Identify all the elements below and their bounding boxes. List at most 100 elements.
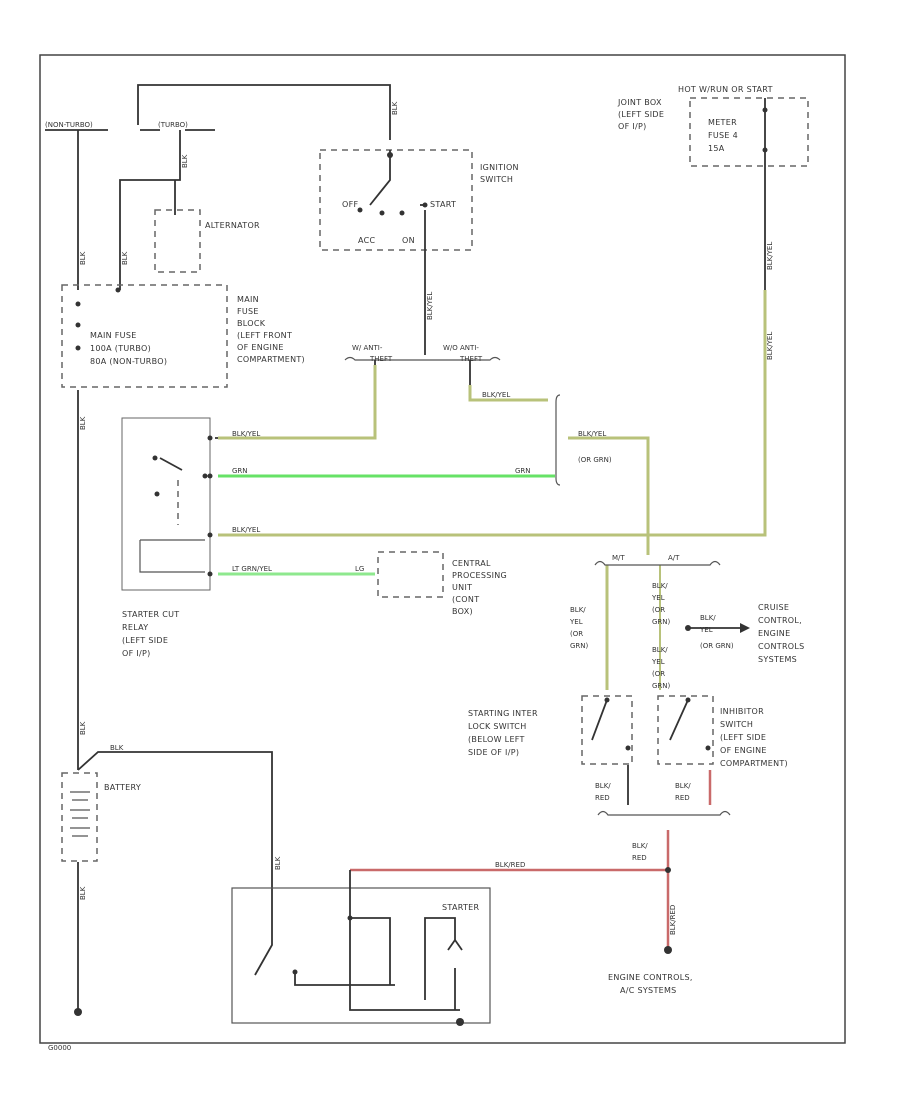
clutch-title-1: LOCK SWITCH [468,722,527,731]
wire-red2-1: RED [675,794,690,802]
cpu-title-1: PROCESSING [452,571,507,580]
top-power-lines: (NON-TURBO) (TURBO) BLK [45,84,399,140]
meter-fuse: HOT W/RUN OR START METER FUSE 4 15A JOIN… [617,85,809,360]
main-fuse-label: MAIN FUSE [90,331,137,340]
inhibitor-title-4: COMPARTMENT) [720,759,788,768]
clutch-title-2: (BELOW LEFT [468,735,525,744]
cruise-title-4: SYSTEMS [758,655,797,664]
cruise-title-3: CONTROLS [758,642,805,651]
wire-left-2: (OR [570,630,583,638]
clutch-title-3: SIDE OF I/P) [468,748,519,757]
relay-title-2: (LEFT SIDE [122,636,168,645]
ignition-off: OFF [342,200,358,209]
clutch-title-0: STARTING INTER [468,709,538,718]
fuse-block-title-0: MAIN [237,295,259,304]
label-wo-anti-theft-1: W/O ANTI- [443,344,479,352]
wire-label-relay1: BLK/YEL [232,430,260,438]
cruise-title-1: CONTROL, [758,616,802,625]
wire-label-bat-vert: BLK [274,856,282,870]
cruise-title-2: ENGINE [758,629,790,638]
figure-id: G0000 [48,1044,71,1052]
engine-controls-1: A/C SYSTEMS [620,986,677,995]
label-w-anti-theft-1: W/ ANTI- [352,344,383,352]
cruise-title-0: CRUISE [758,603,789,612]
fuse-block-title-3: (LEFT FRONT [237,331,292,340]
wire-label-bat2: BLK [79,721,87,735]
wire-label-ltgrn: LT GRN/YEL [232,565,272,573]
fuse-block-title-1: FUSE [237,307,259,316]
wire-red3-0: BLK/ [632,842,648,850]
inhibitor-title-2: (LEFT SIDE [720,733,766,742]
wire-red3-1: RED [632,854,647,862]
wire-label-ignition: BLK/YEL [426,292,434,320]
wire-cruise-0: BLK/ [700,614,716,622]
wire-right-bot-1: YEL [651,658,665,666]
label-cruise-or-grn: (OR GRN) [700,642,734,650]
wire-red1-1: RED [595,794,610,802]
battery-label: BATTERY [104,783,141,792]
wire-right-bot-2: (OR [652,670,665,678]
meter-fuse-1: FUSE 4 [708,131,738,140]
wire-label-bluyel-mid: BLK/YEL [578,430,606,438]
ignition-title-1: SWITCH [480,175,513,184]
label-wo-anti-theft-2: THEFT [459,355,483,363]
wire-label-grn2: GRN [515,467,531,475]
wire-label-top: BLK [391,101,399,115]
fuse-block-title-5: COMPARTMENT) [237,355,305,364]
ignition-on: ON [402,236,415,245]
cpu-title-3: (CONT [452,595,479,604]
wire-cruise-1: YEL [699,626,713,634]
wire-label-relay3: BLK/YEL [232,526,260,534]
junction-1: (LEFT SIDE [618,110,664,119]
alternator: ALTERNATOR [154,209,260,273]
wire-right-bot-3: GRN) [652,682,671,690]
left-main-wire: BLK BLK BLK BLK [74,130,87,1016]
wire-label-alt1: BLK [181,154,189,168]
meter-fuse-2: 15A [708,144,725,153]
inhibitor-title-0: INHIBITOR [720,707,764,716]
battery: BATTERY BLK BLK [61,744,282,890]
meter-fuse-0: METER [708,118,737,127]
wire-right-top-3: GRN) [652,618,671,626]
wire-right-bot-0: BLK/ [652,646,668,654]
wire-red1-0: BLK/ [595,782,611,790]
label-non-turbo: (NON-TURBO) [45,121,93,129]
ignition-start: START [430,200,456,209]
wire-label-bat3: BLK [79,886,87,900]
wire-label-grn1: GRN [232,467,248,475]
meter-hot-label: HOT W/RUN OR START [678,85,773,94]
wire-label-hot: BLK/YEL [766,332,774,360]
diagram-frame [39,54,846,1044]
relay-title-0: STARTER CUT [122,610,179,619]
wire-label-main2: BLK [79,416,87,430]
anti-theft-bracket [555,394,561,486]
label-w-anti-theft-2: THEFT [369,355,393,363]
alternator-label: ALTERNATOR [205,221,260,230]
starter: STARTER [231,870,491,1026]
relay-title-1: RELAY [122,623,149,632]
cpu-title-2: UNIT [452,583,472,592]
relay-title-3: OF I/P) [122,649,151,658]
interlock-switches: STARTING INTER LOCK SWITCH (BELOW LEFT S… [468,695,788,995]
wire-label-bluyel-top: BLK/YEL [482,391,510,399]
junction-2: OF I/P) [618,122,647,131]
wire-left-1: YEL [569,618,583,626]
fuse-block-title-2: BLOCK [237,319,266,328]
main-fuse-block: MAIN FUSE 100A (TURBO) 80A (NON-TURBO) M… [61,284,305,388]
wire-right-top-2: (OR [652,606,665,614]
inhibitor-title-3: OF ENGINE [720,746,767,755]
ignition-switch: OFF START ACC ON IGNITION SWITCH BLK/YEL [319,149,519,355]
label-at: A/T [668,554,680,562]
alternator-feeds: BLK BLK [119,130,189,290]
cpu-title-4: BOX) [452,607,473,616]
starter-cut-relay: STARTER CUT RELAY (LEFT SIDE OF I/P) [121,417,213,658]
inhibitor-title-1: SWITCH [720,720,753,729]
main-fuse-nonturbo: 80A (NON-TURBO) [90,357,167,366]
wire-right-top-1: YEL [651,594,665,602]
starter-label: STARTER [442,903,480,912]
wire-label-ec: BLK/RED [669,905,677,935]
wire-label-alt2: BLK [121,251,129,265]
wire-left-3: GRN) [570,642,589,650]
wire-label-lc: LG [355,565,364,573]
